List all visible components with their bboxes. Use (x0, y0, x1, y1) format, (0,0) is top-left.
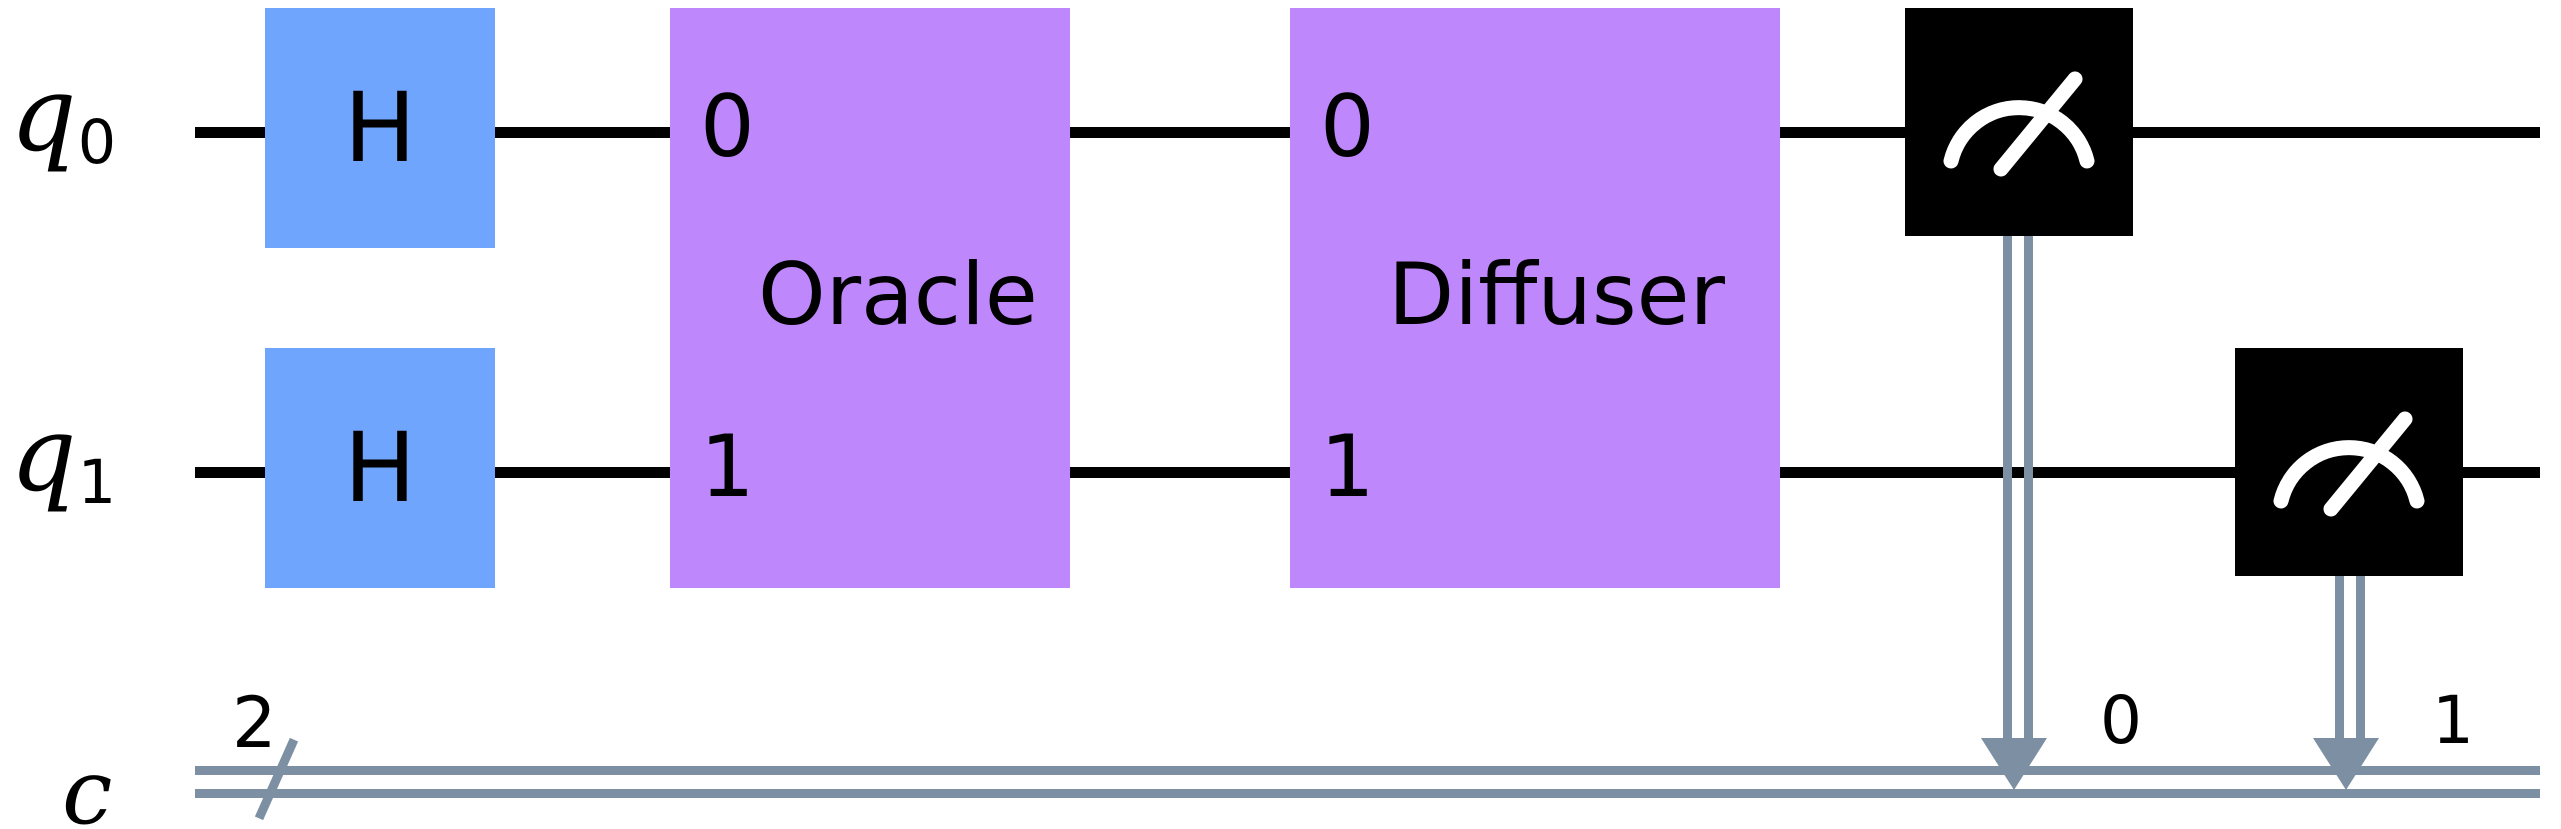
gate-hadamard-q0[interactable]: H (265, 8, 495, 248)
measure-arrow-q1-head (2313, 738, 2379, 790)
wire-q1-segment-pre-h (195, 467, 275, 478)
gate-measure-q1[interactable] (2235, 348, 2463, 576)
wire-q1-segment-h-to-oracle (486, 467, 686, 478)
measure-icon (1935, 57, 2103, 187)
gate-diffuser-label: Diffuser (1388, 245, 1725, 345)
gate-hadamard-q0-label: H (343, 72, 417, 184)
measure-icon (2265, 397, 2433, 527)
measure-arrow-q0-line-left (2003, 232, 2012, 742)
gate-oracle-port-0: 0 (700, 77, 755, 177)
wire-q0-segment-h-to-oracle (486, 127, 686, 138)
gate-diffuser-port-1: 1 (1320, 417, 1375, 517)
wire-q0-segment-post-measure (2122, 127, 2540, 138)
classical-wire-top (195, 766, 2540, 775)
classical-wire-bottom (195, 789, 2540, 798)
gate-hadamard-q1[interactable]: H (265, 348, 495, 588)
gate-oracle[interactable]: 0 Oracle 1 (670, 8, 1070, 588)
gate-diffuser[interactable]: 0 Diffuser 1 (1290, 8, 1780, 588)
gate-measure-q0[interactable] (1905, 8, 2133, 236)
gate-oracle-port-1: 1 (700, 417, 755, 517)
wire-q0-segment-diffuser-to-measure (1770, 127, 1915, 138)
classical-register-width-label: 2 (232, 682, 277, 764)
qubit-label-q1-name: q (10, 393, 77, 515)
classical-register-label: c (62, 740, 113, 829)
gate-hadamard-q1-label: H (343, 412, 417, 524)
gate-diffuser-port-0: 0 (1320, 77, 1375, 177)
wire-q1-segment-oracle-to-diffuser (1060, 467, 1300, 478)
wire-q1-segment-post-measure (2455, 467, 2540, 478)
qubit-label-q1-index: 1 (77, 448, 117, 519)
classical-bit-label-1: 1 (2432, 682, 2474, 759)
gate-oracle-label: Oracle (758, 245, 1038, 345)
classical-bit-label-0: 0 (2100, 682, 2142, 759)
qubit-label-q0: q0 (10, 62, 116, 173)
qubit-label-q0-name: q (10, 53, 77, 175)
wire-q0-segment-oracle-to-diffuser (1060, 127, 1300, 138)
qubit-label-q0-index: 0 (77, 108, 117, 179)
measure-arrow-q0-line-right (2024, 232, 2033, 742)
qubit-label-q1: q1 (10, 402, 116, 513)
measure-arrow-q1-line-right (2356, 562, 2365, 742)
wire-q0-segment-pre-h (195, 127, 275, 138)
measure-arrow-q1-line-left (2335, 562, 2344, 742)
measure-arrow-q0-head (1981, 738, 2047, 790)
